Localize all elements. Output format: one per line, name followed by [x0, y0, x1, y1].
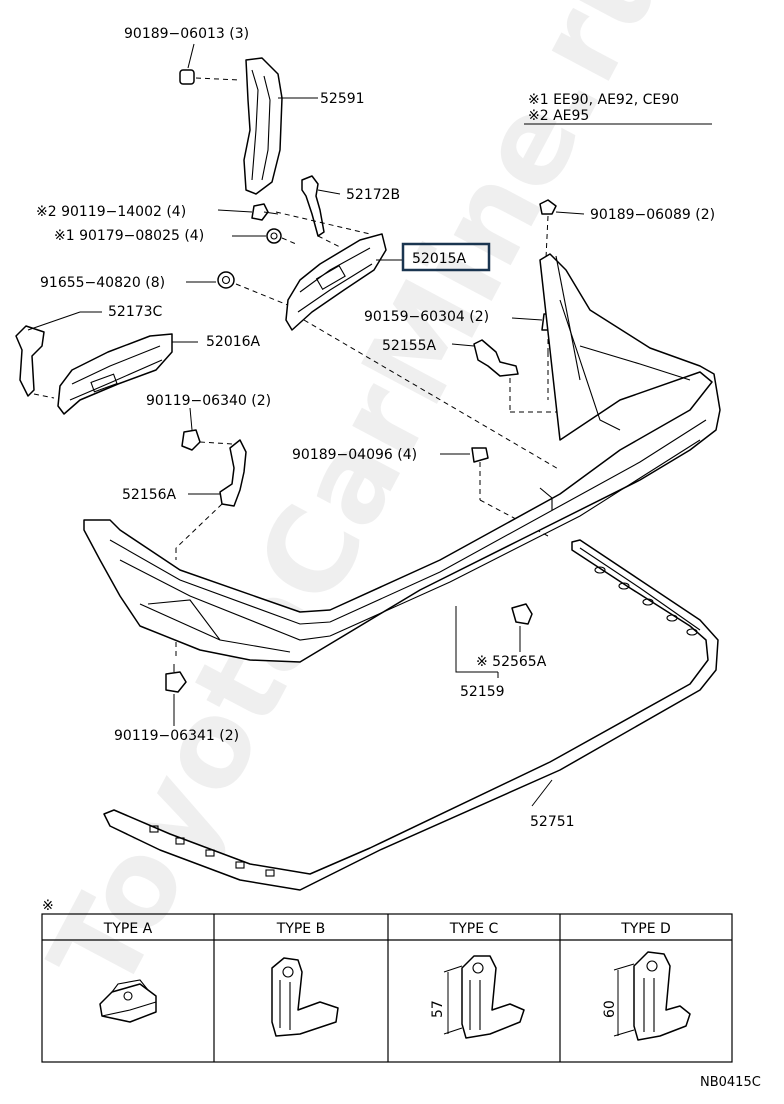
diagram-code: NB0415C	[700, 1075, 761, 1090]
label-52155A: 52155A	[382, 338, 437, 354]
type-a-clip	[99, 979, 157, 1023]
legend-line-2: ※2 AE95	[528, 108, 589, 124]
label-52016A: 52016A	[206, 334, 261, 350]
label-52751: 52751	[530, 814, 575, 830]
type-d-header: TYPE D	[620, 921, 671, 937]
retainer-52591	[243, 57, 283, 195]
retainer-52565A	[511, 603, 533, 625]
label-90119-06341: 90119−06341 (2)	[114, 728, 239, 744]
label-52015A-highlight	[401, 242, 491, 272]
bolt-90119-06340	[181, 429, 233, 451]
bumper-cover-52159	[83, 253, 721, 663]
types-table-asterisk: ※	[42, 898, 54, 914]
label-90189-06089: 90189−06089 (2)	[590, 207, 715, 223]
legend-line-1: ※1 EE90, AE92, CE90	[528, 92, 679, 108]
label-90189-04096: 90189−04096 (4)	[292, 447, 417, 463]
type-b-header: TYPE B	[276, 921, 325, 937]
label-91655-40820: 91655−40820 (8)	[40, 275, 165, 291]
bolt-90119-14002	[251, 203, 371, 235]
label-90119-06340: 90119−06340 (2)	[146, 393, 271, 409]
label-52159: 52159	[460, 684, 505, 700]
type-c-clip: 57	[430, 955, 525, 1039]
bolt-90119-06341	[165, 642, 187, 693]
type-c-header: TYPE C	[449, 921, 499, 937]
label-52015A: 52015A	[412, 251, 467, 267]
leader-lines	[27, 43, 585, 807]
molding-52751	[103, 539, 719, 891]
reinforcement-52015A	[285, 233, 561, 471]
type-a-header: TYPE A	[103, 921, 153, 937]
bracket-52173C	[15, 325, 55, 399]
label-52172B: 52172B	[346, 187, 400, 203]
label-90189-06013: 90189−06013 (3)	[124, 26, 249, 42]
label-90159-60304: 90159−60304 (2)	[364, 309, 489, 325]
clip-nut-90189-06013	[179, 69, 241, 85]
label-52173C: 52173C	[108, 304, 163, 320]
types-table: ※ TYPE A TYPE B TYPE C TYPE D	[41, 898, 733, 1063]
nut-90179-08025	[266, 228, 297, 245]
type-c-dimension: 57	[430, 1000, 446, 1018]
label-52156A: 52156A	[122, 487, 177, 503]
legend: ※1 EE90, AE92, CE90 ※2 AE95	[524, 92, 712, 125]
clip-90189-06089	[539, 199, 557, 259]
label-52565A: ※ 52565A	[476, 654, 547, 670]
bracket-52172B	[301, 175, 343, 249]
type-b-clip	[271, 957, 339, 1037]
label-90119-14002: ※2 90119−14002 (4)	[36, 204, 186, 220]
bracket-52156A	[175, 439, 247, 560]
label-90179-08025: ※1 90179−08025 (4)	[54, 228, 204, 244]
type-d-clip: 60	[602, 951, 691, 1041]
reinforcement-52016A	[57, 333, 173, 415]
label-52591: 52591	[320, 91, 365, 107]
type-d-dimension: 60	[602, 1000, 618, 1018]
